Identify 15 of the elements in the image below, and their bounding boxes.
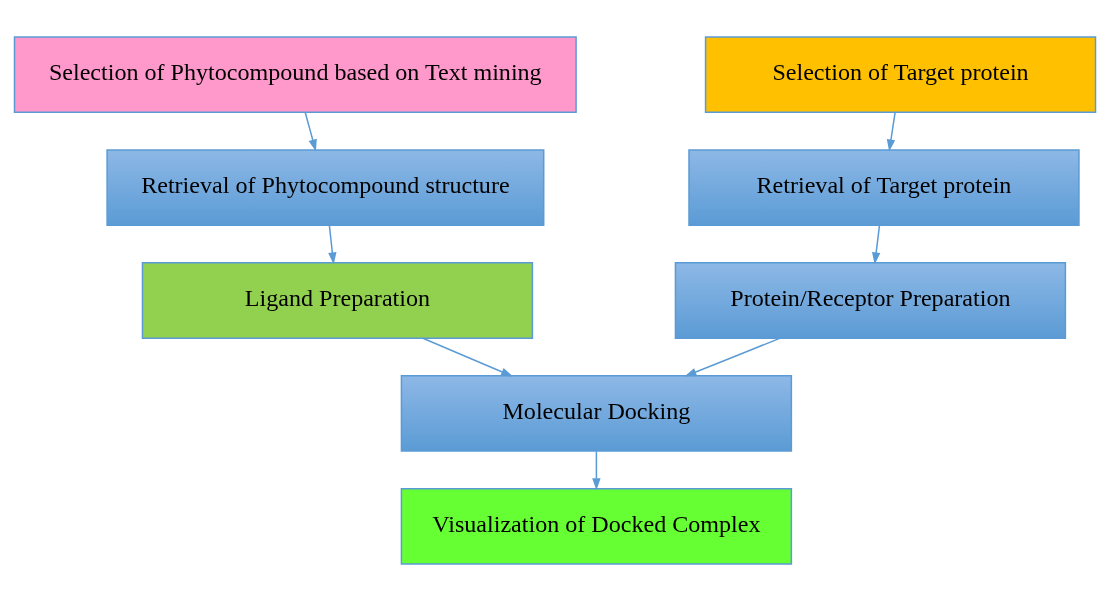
arrow <box>422 337 514 377</box>
node-box: Selection of Target protein <box>704 35 1097 113</box>
node-box: Selection of Phytocompound based on Text mining <box>13 35 577 113</box>
node-box: Visualization of Docked Complex <box>400 487 793 565</box>
arrow <box>592 450 601 490</box>
arrow <box>871 224 881 264</box>
node-box: Molecular Docking <box>400 374 793 452</box>
arrow <box>328 224 337 264</box>
node-box: Protein/Receptor Preparation <box>674 261 1067 339</box>
arrow <box>304 111 317 151</box>
node-box: Retrieval of Phytocompound structure <box>106 148 545 226</box>
arrow <box>886 111 896 151</box>
node-box: Retrieval of Target protein <box>688 148 1080 226</box>
node-box: Ligand Preparation <box>141 261 534 339</box>
arrow <box>684 336 782 377</box>
